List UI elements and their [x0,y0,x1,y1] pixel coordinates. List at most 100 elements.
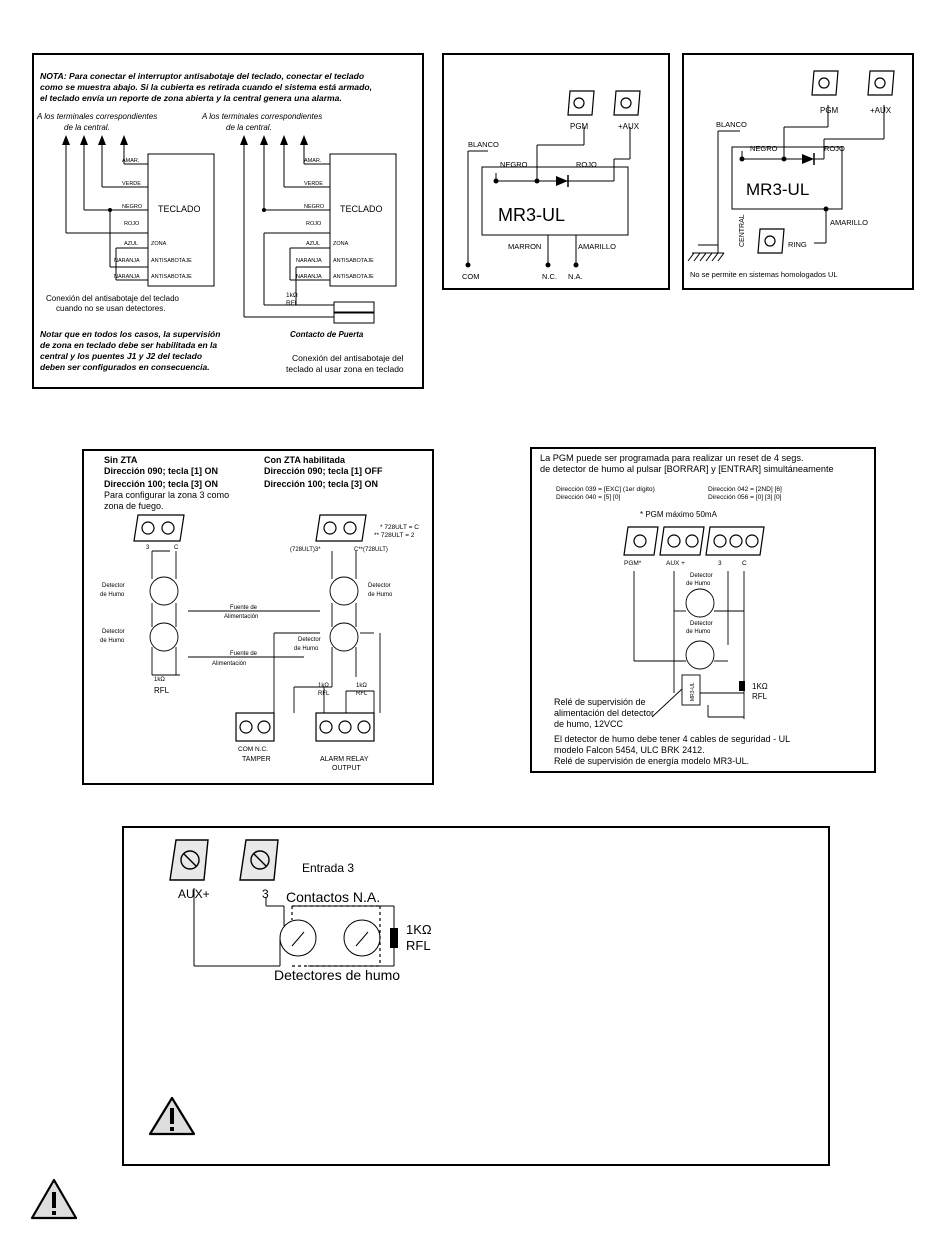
left-arrowheads [62,135,128,145]
det-2-a: Detector [102,629,125,635]
aux-label: +AUX [870,106,892,115]
dir-042: Dirección 042 = [2ND] [6] [708,486,782,493]
pgm-wiring [633,571,745,719]
terminals [169,839,279,881]
fuente-2-b: Alimentación [212,661,246,667]
r-tamper-label-2: ANTISABOTAJE [333,274,374,280]
con-zta-line-2: Dirección 100; tecla [3] ON [264,479,378,489]
keypad-tamper-diagram: NOTA: Para conectar el interruptor antis… [36,71,404,374]
term-c: C [742,560,747,567]
amarillo-label: AMARILLO [578,242,616,251]
diode-icon [802,154,814,164]
dot-4 [545,262,551,268]
res-val: 1KΩ [752,682,768,691]
relay-note-2: alimentación del detector [554,708,654,718]
res-1-val: 1kΩ [154,677,165,683]
fuente-2-a: Fuente de [230,651,258,657]
tamper-label: ANTISABOTAJE [151,258,192,264]
left-keypad-wiring [65,141,215,287]
r-wire-naranja: NARANJA [296,258,322,264]
bottom-line-3: Relé de supervisión de energía modelo MR… [554,756,749,766]
wire-rojo: ROJO [124,221,140,227]
bottom-line-1: El detector de humo debe tener 4 cables … [554,734,790,744]
r-tamper-label: ANTISABOTAJE [333,258,374,264]
fuente-1-a: Fuente de [230,605,258,611]
wire-verde: VERDE [122,181,141,187]
res-3-val: 1kΩ [356,683,367,689]
right-keypad-wiring [243,141,397,324]
det-1-a: Detector [102,583,125,589]
dot-1 [534,178,540,184]
config-line-2: zona de fuego. [104,501,164,511]
det-1-b: de Humo [686,581,711,587]
dot-3 [823,206,829,212]
pgm-label: PGM [820,106,839,115]
ground-hatch [687,252,725,262]
door-contact-label: Contacto de Puerta [290,330,364,339]
intro-line-2: de detector de humo al pulsar [BORRAR] y… [540,464,834,474]
mr3-central-panel: PGM +AUX BLANCO NEGRO ROJO MR3-UL AMARIL… [682,53,914,290]
module-label: MR3-UL [746,180,809,199]
term-3: 3 [718,560,722,567]
rojo-label: ROJO [824,144,845,153]
dir-056: Dirección 056 = [0] [3] [0] [708,494,782,501]
res-3-rfl: RFL [356,691,368,697]
term-3: 3 [146,545,150,551]
pgm-label: PGM [570,122,589,131]
blanco-label: BLANCO [716,120,747,129]
note-line-3: el teclado envía un reporte de zona abie… [40,93,342,103]
wire-azul: AZUL [124,241,138,247]
contactos-label: Contactos N.A. [286,889,380,905]
det-4-b: de Humo [294,646,319,652]
dot-5 [573,262,579,268]
aux-label: +AUX [618,122,640,131]
zta-diagram: Sin ZTA Dirección 090; tecla [1] ON Dire… [100,455,419,772]
r-wire-verde: VERDE [304,181,323,187]
ul-note: No se permite en sistemas homologados UL [690,270,838,279]
r-wire-amar: AMAR. [304,158,322,164]
negro-label: NEGRO [750,144,778,153]
dot-2 [493,178,499,184]
term-pgm: PGM* [624,560,642,567]
three-label: 3 [262,887,269,901]
central-label: CENTRAL [739,214,746,247]
aux-label: AUX+ [178,887,210,901]
tamper-label: TAMPER [242,756,271,763]
note-line-1: NOTA: Para conectar el interruptor antis… [40,71,364,81]
dashed-contacts [291,905,381,967]
com-nc-label: COM N.C. [238,746,268,753]
relay-note-1: Relé de supervisión de [554,697,646,707]
dir-039: Dirección 039 = [EXC] (1er dígito) [556,486,655,493]
wire-amar: AMAR. [122,158,140,164]
resistor-icon [390,928,398,948]
ring-label: RING [788,240,807,249]
bottom-note: Notar que en todos los casos, la supervi… [40,329,220,372]
resistor-icon [739,681,745,691]
keypad-tamper-panel: NOTA: Para conectar el interruptor antis… [32,53,424,389]
det-1-b: de Humo [100,592,125,598]
left-heading-2: de la central. [64,123,110,132]
pgm-reset-panel: La PGM puede ser programada para realiza… [530,447,876,773]
pgm-reset-diagram: La PGM puede ser programada para realiza… [540,453,834,766]
sin-zta-line-1: Dirección 090; tecla [1] ON [104,466,218,476]
na-label: N.A. [568,272,583,281]
sin-zta-line-2: Dirección 100; tecla [3] ON [104,479,218,489]
right-keypad-label: TECLADO [340,204,383,214]
alarm-relay-label: ALARM RELAY [320,756,369,763]
wire-naranja-2: NARANJA [114,274,140,280]
r-wire-rojo: ROJO [306,221,322,227]
res-1-rfl: RFL [154,686,170,695]
bottom-note-4: deben ser configurados en consecuencia. [40,362,210,372]
right-heading-2: de la central. [226,123,272,132]
intro-line-1: La PGM puede ser programada para realiza… [540,453,804,463]
left-keypad-label: TECLADO [158,204,201,214]
sin-zta-title: Sin ZTA [104,455,138,465]
relay-note-3: de humo, 12VCC [554,719,624,729]
amarillo-label: AMARILLO [830,218,868,227]
det-3-a: Detector [368,583,391,589]
note-line-2: como se muestra abajo. Si la cubierta es… [40,82,372,92]
bottom-note-3: central y los puentes J1 y J2 del teclad… [40,351,202,361]
left-heading-1: A los terminales correspondientes [36,112,157,121]
res-rfl: RFL [752,692,768,701]
r-wire-naranja-2: NARANJA [296,274,322,280]
